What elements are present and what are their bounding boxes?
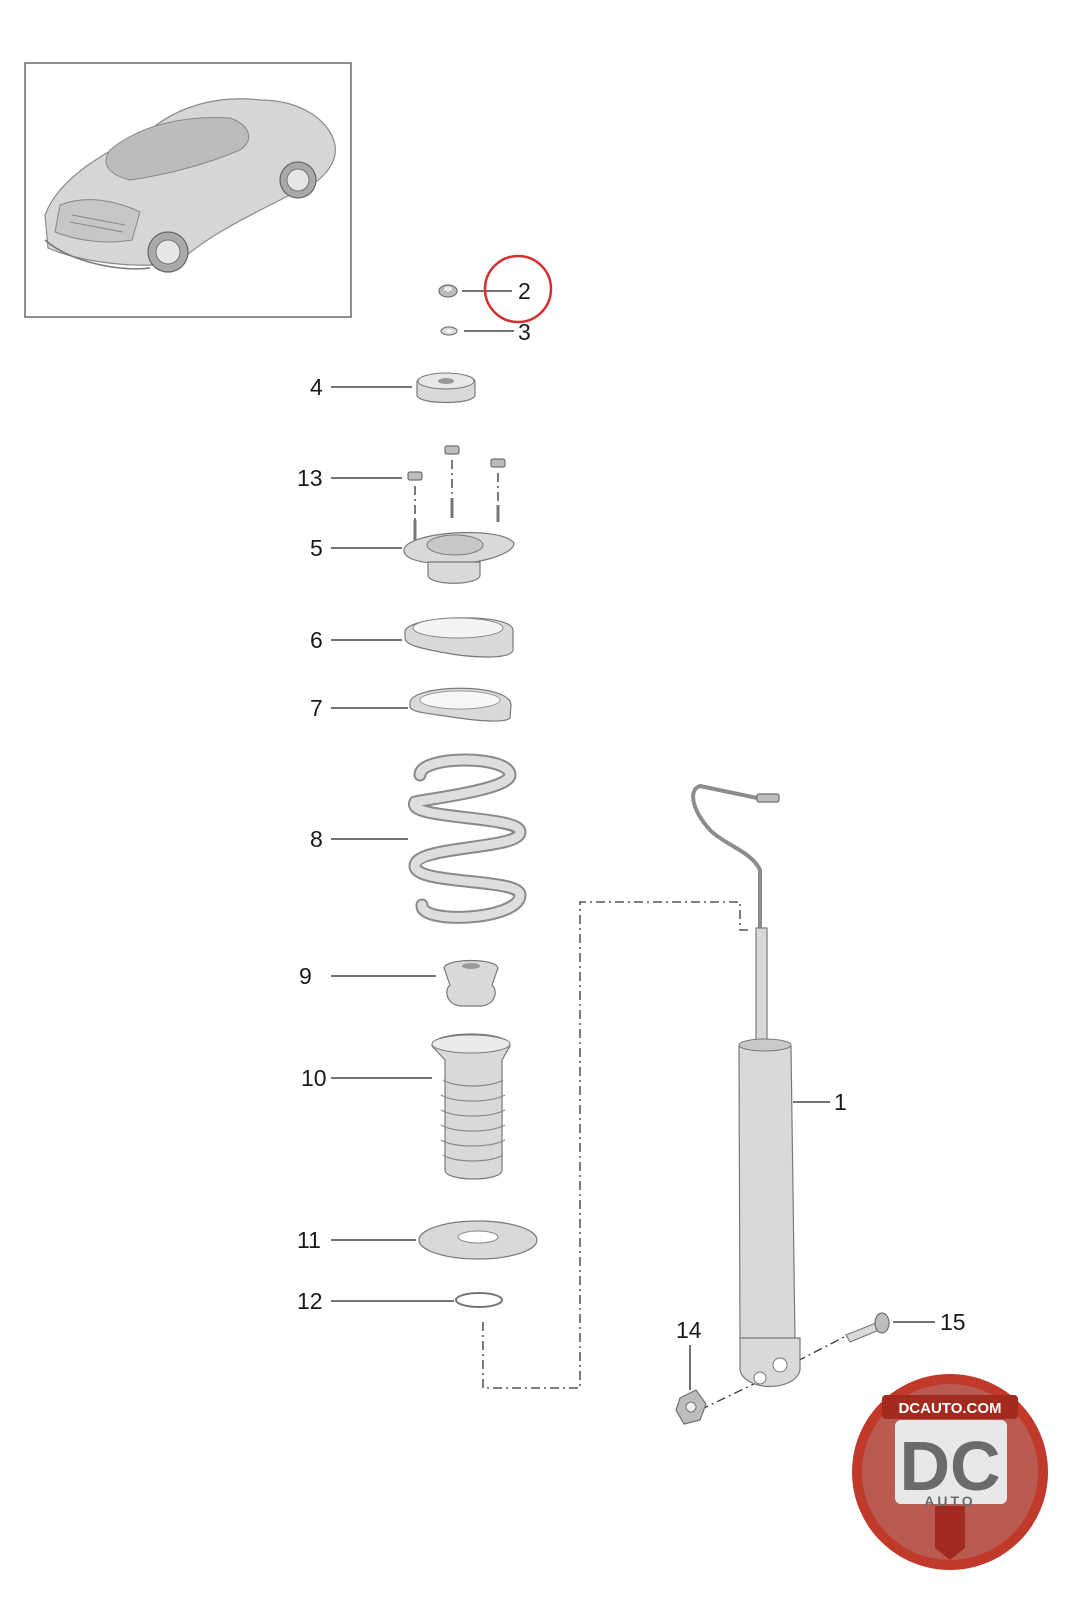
callout-4: 4	[310, 374, 323, 400]
part-7-spring-pad	[409, 687, 512, 722]
vehicle-thumbnail	[24, 62, 352, 318]
part-8-coil-spring	[408, 753, 527, 924]
part-5-top-mount	[403, 498, 515, 584]
callout-labels: 1 2 3 4 5 6 7 8 9 10 11 12 13 14 15	[297, 278, 966, 1343]
part-3-washer	[440, 326, 458, 336]
dcauto-logo: DCAUTO.COM DC AUTO	[852, 1374, 1048, 1570]
callout-3: 3	[518, 319, 531, 345]
part-6-spring-seat	[404, 617, 514, 658]
callout-12: 12	[297, 1288, 323, 1314]
callout-1: 1	[834, 1089, 847, 1115]
callout-8: 8	[310, 826, 323, 852]
callout-15: 15	[940, 1309, 966, 1335]
part-14-nut	[675, 1389, 707, 1425]
callout-2: 2	[518, 278, 531, 304]
bolt-2	[444, 445, 460, 455]
callout-11: 11	[297, 1227, 321, 1253]
bolt-3	[490, 458, 506, 468]
part-1-shock-absorber	[691, 783, 801, 1388]
part-2-nut	[438, 284, 458, 298]
part-4-cap	[416, 372, 476, 404]
part-9-bump-stop	[443, 959, 499, 1007]
part-10-boot	[431, 1033, 511, 1180]
highlight-circle	[483, 254, 553, 324]
callout-7: 7	[310, 695, 323, 721]
callout-6: 6	[310, 627, 323, 653]
car-icon	[44, 98, 336, 273]
part-15-bolt	[845, 1312, 890, 1343]
callout-5: 5	[310, 535, 323, 561]
leader-lines	[331, 290, 935, 1390]
logo-top-text: DCAUTO.COM	[898, 1400, 1001, 1417]
callout-13: 13	[297, 465, 323, 491]
callout-14: 14	[676, 1317, 702, 1343]
part-11-washer	[418, 1220, 538, 1260]
part-12-ring	[455, 1292, 503, 1308]
logo-bottom-text: AUTO	[924, 1493, 975, 1509]
callout-10: 10	[301, 1065, 327, 1091]
logo-monogram: DC	[899, 1427, 1000, 1505]
bolt-1	[407, 471, 423, 481]
part-13-bolts	[407, 445, 506, 481]
callout-9: 9	[299, 963, 312, 989]
